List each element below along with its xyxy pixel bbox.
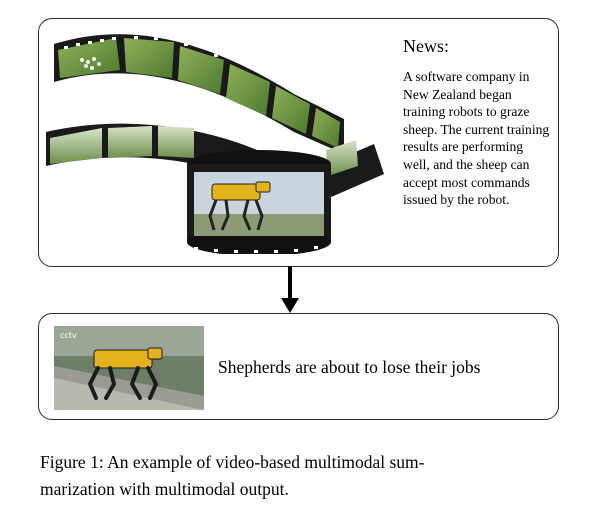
cctv-logo: cctv [60,331,77,340]
summary-text: Shepherds are about to lose their jobs [218,357,481,377]
news-body: A software company in New Zealand began … [403,69,550,208]
figure-caption: Figure 1: An example of video-based mult… [40,449,560,503]
caption-line-2: marization with multimodal output. [40,479,289,499]
video-filmstrip-image [46,34,384,254]
down-arrow-icon [281,266,299,313]
caption-line-1: Figure 1: An example of video-based mult… [40,452,425,472]
news-title: News: [403,36,449,56]
robot-thumbnail-image: cctv [54,326,204,410]
